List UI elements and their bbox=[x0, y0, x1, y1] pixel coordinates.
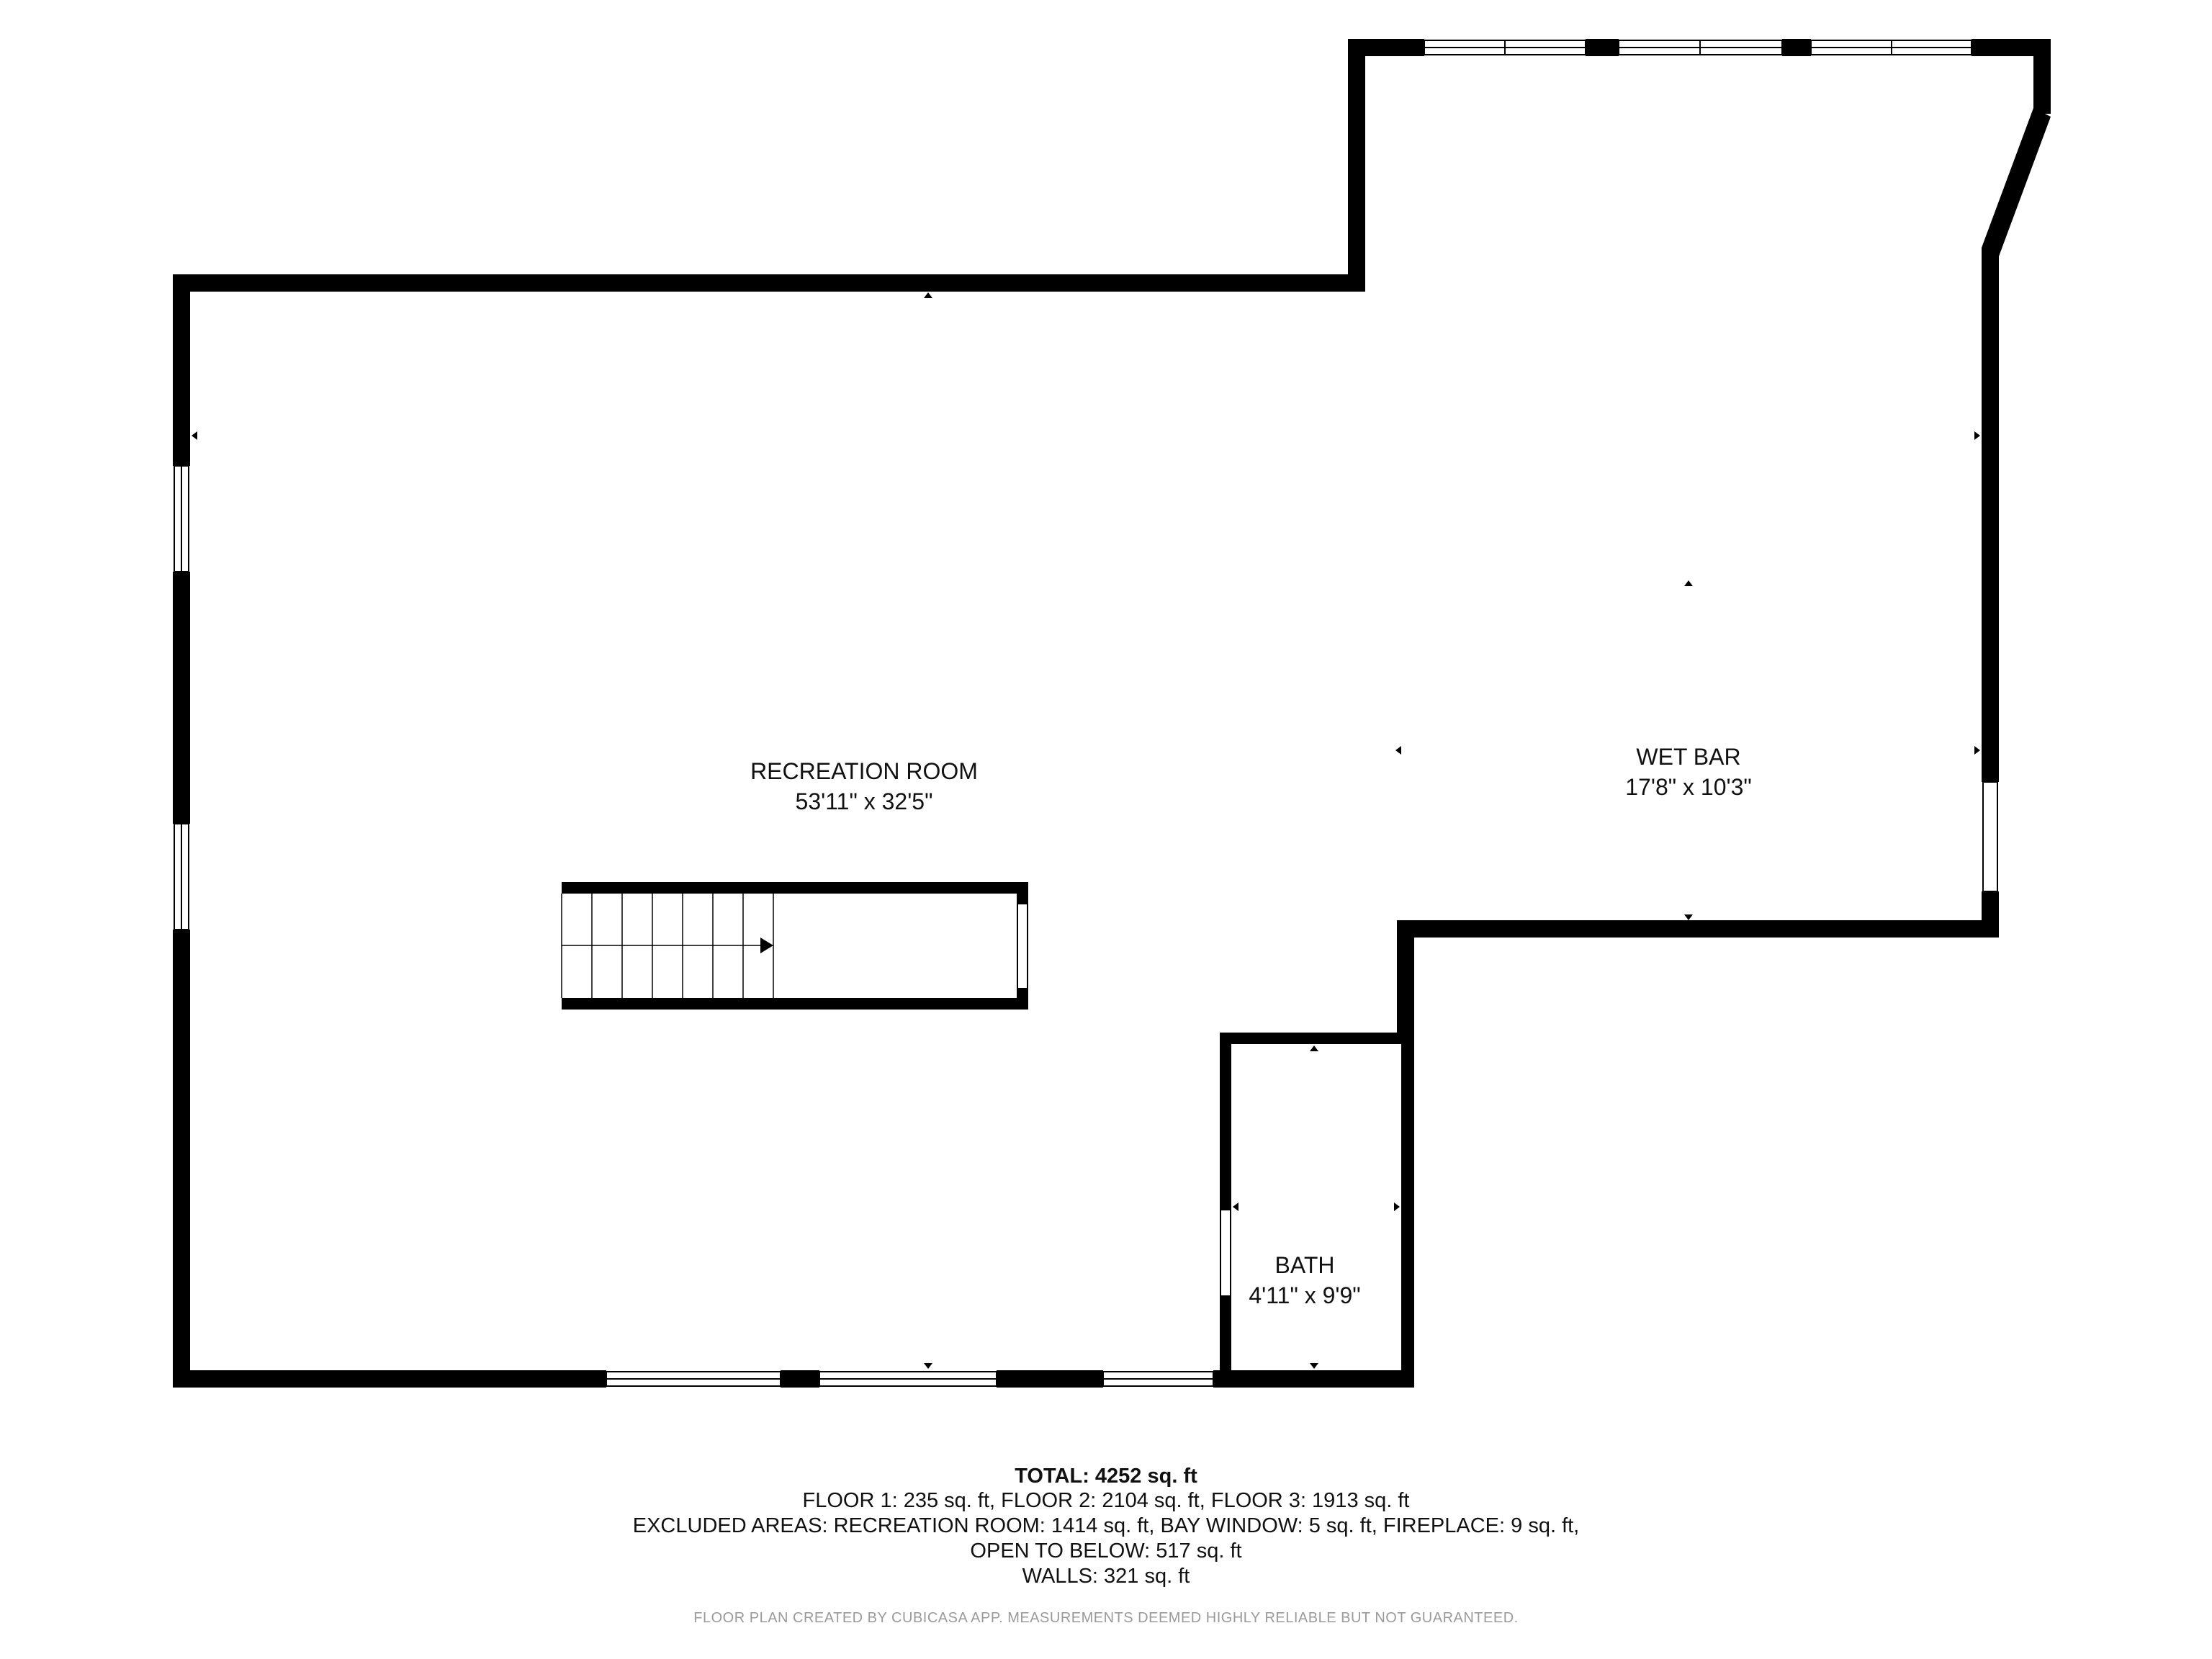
credit-note: FLOOR PLAN CREATED BY CUBICASA APP. MEAS… bbox=[693, 1610, 1519, 1626]
walls bbox=[173, 39, 2051, 1388]
wall-wetbar-angled bbox=[1982, 108, 2051, 256]
excluded-areas: EXCLUDED AREAS: RECREATION ROOM: 1414 sq… bbox=[632, 1514, 1580, 1537]
wall-wetbar-top-3 bbox=[1782, 39, 1811, 56]
bath-name: BATH bbox=[1275, 1252, 1335, 1278]
stair-arrow-icon bbox=[760, 938, 773, 953]
wall-left-lower bbox=[173, 930, 190, 1388]
recreation-room-dims: 53'11" x 32'5" bbox=[796, 788, 933, 814]
floor-areas: FLOOR 1: 235 sq. ft, FLOOR 2: 2104 sq. f… bbox=[802, 1489, 1410, 1512]
wall-wetbar-right-1 bbox=[1982, 248, 1999, 782]
dimension-markers bbox=[192, 292, 1980, 1369]
total-area: TOTAL: 4252 sq. ft bbox=[1015, 1465, 1197, 1488]
wall-wetbar-top-2 bbox=[1586, 39, 1619, 56]
stair-bottom-wall bbox=[562, 998, 1028, 1010]
stair-treads bbox=[561, 894, 774, 998]
wall-bath-top bbox=[1220, 1033, 1414, 1044]
wall-wetbar-bottom bbox=[1397, 920, 1999, 938]
walls-area: WALLS: 321 sq. ft bbox=[1022, 1565, 1190, 1588]
window-right bbox=[1982, 781, 1998, 892]
wall-bottom-4 bbox=[1213, 1370, 1413, 1388]
bath-dims: 4'11" x 9'9" bbox=[1249, 1282, 1360, 1308]
wet-bar-name: WET BAR bbox=[1636, 744, 1740, 770]
bath-opening bbox=[1220, 1209, 1231, 1297]
staircase bbox=[561, 882, 1028, 1010]
wet-bar-dims: 17'8" x 10'3" bbox=[1625, 774, 1752, 800]
windows bbox=[174, 40, 1998, 1387]
stair-end-opening bbox=[1017, 903, 1028, 989]
wall-bath-left-lower bbox=[1220, 1296, 1231, 1388]
wall-bottom-3 bbox=[997, 1370, 1103, 1388]
wall-bath-right bbox=[1401, 1033, 1414, 1388]
wall-top-recreation bbox=[173, 274, 1365, 292]
wall-bath-left-upper bbox=[1220, 1033, 1231, 1210]
area-summary: TOTAL: 4252 sq. ft FLOOR 1: 235 sq. ft, … bbox=[0, 1465, 2212, 1589]
wall-bottom-2 bbox=[781, 1370, 819, 1388]
wall-left-upper bbox=[173, 274, 190, 466]
wall-wetbar-top-1 bbox=[1348, 39, 1424, 56]
wall-wetbar-left bbox=[1348, 39, 1365, 292]
stair-top-wall bbox=[562, 882, 1028, 894]
wall-wetbar-right-top bbox=[2033, 39, 2051, 114]
recreation-room-name: RECREATION ROOM bbox=[750, 758, 978, 784]
open-to-below: OPEN TO BELOW: 517 sq. ft bbox=[970, 1539, 1242, 1563]
wall-left-middle bbox=[173, 572, 190, 824]
wall-bottom-1 bbox=[173, 1370, 606, 1388]
wall-step-vertical bbox=[1397, 920, 1414, 1044]
room-labels: RECREATION ROOM 53'11" x 32'5" WET BAR 1… bbox=[750, 744, 1752, 1308]
